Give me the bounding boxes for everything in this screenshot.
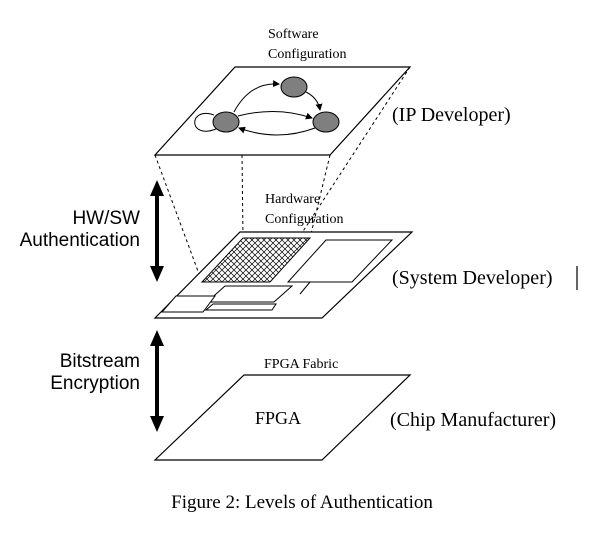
- hardware-config-title-line1: Hardware: [265, 192, 320, 207]
- hardware-role-label: (System Developer): [392, 267, 553, 289]
- hw-sw-authentication-arrow: [150, 180, 164, 282]
- state-node-right: [312, 111, 340, 133]
- hardware-layer: Hardware Configuration (System Developer…: [153, 192, 578, 319]
- configured-logic-region: [200, 237, 312, 283]
- transition-top-to-right: [305, 91, 323, 111]
- fpga-center-label: FPGA: [255, 408, 301, 428]
- transition-left-to-right: [237, 110, 313, 120]
- state-node-left: [212, 111, 240, 133]
- bitstream-label-line2: Encryption: [50, 373, 140, 394]
- software-config-title-line2: Configuration: [268, 47, 347, 62]
- transition-left-to-top: [233, 80, 280, 113]
- hardware-block-bottom-strip: [204, 303, 277, 311]
- fpga-role-label: (Chip Manufacturer): [390, 409, 556, 431]
- hw-sw-label-line1: HW/SW: [72, 208, 140, 229]
- software-layer-plane: [153, 66, 412, 156]
- projection-line-right: [269, 66, 411, 283]
- bitstream-encryption-arrow: [150, 330, 164, 432]
- projection-line-inner: [309, 154, 331, 239]
- hardware-block-bottom-left: [160, 295, 216, 313]
- hardware-block-right: [286, 239, 394, 283]
- bitstream-label-line1: Bitstream: [60, 351, 140, 372]
- software-layer: Software Configuration (IP Developer): [153, 27, 511, 156]
- projection-line-center: [241, 154, 244, 239]
- projection-line-left: [154, 154, 203, 283]
- software-role-label: (IP Developer): [392, 104, 511, 126]
- fpga-fabric-title: FPGA Fabric: [264, 357, 338, 372]
- figure-caption: Figure 2: Levels of Authentication: [171, 492, 433, 513]
- software-config-title-line1: Software: [268, 27, 319, 42]
- hardware-wire: [299, 281, 311, 295]
- fpga-layer: FPGA Fabric FPGA (Chip Manufacturer): [153, 357, 556, 461]
- hw-sw-label-line2: Authentication: [20, 230, 140, 251]
- fpga-layer-plane: [153, 374, 412, 461]
- transition-right-to-left: [238, 126, 316, 136]
- hardware-config-title-line2: Configuration: [265, 212, 344, 227]
- software-state-machine: [194, 76, 340, 136]
- state-node-top: [280, 76, 308, 98]
- projection-lines: [154, 66, 411, 283]
- transition-self-loop: [194, 113, 217, 132]
